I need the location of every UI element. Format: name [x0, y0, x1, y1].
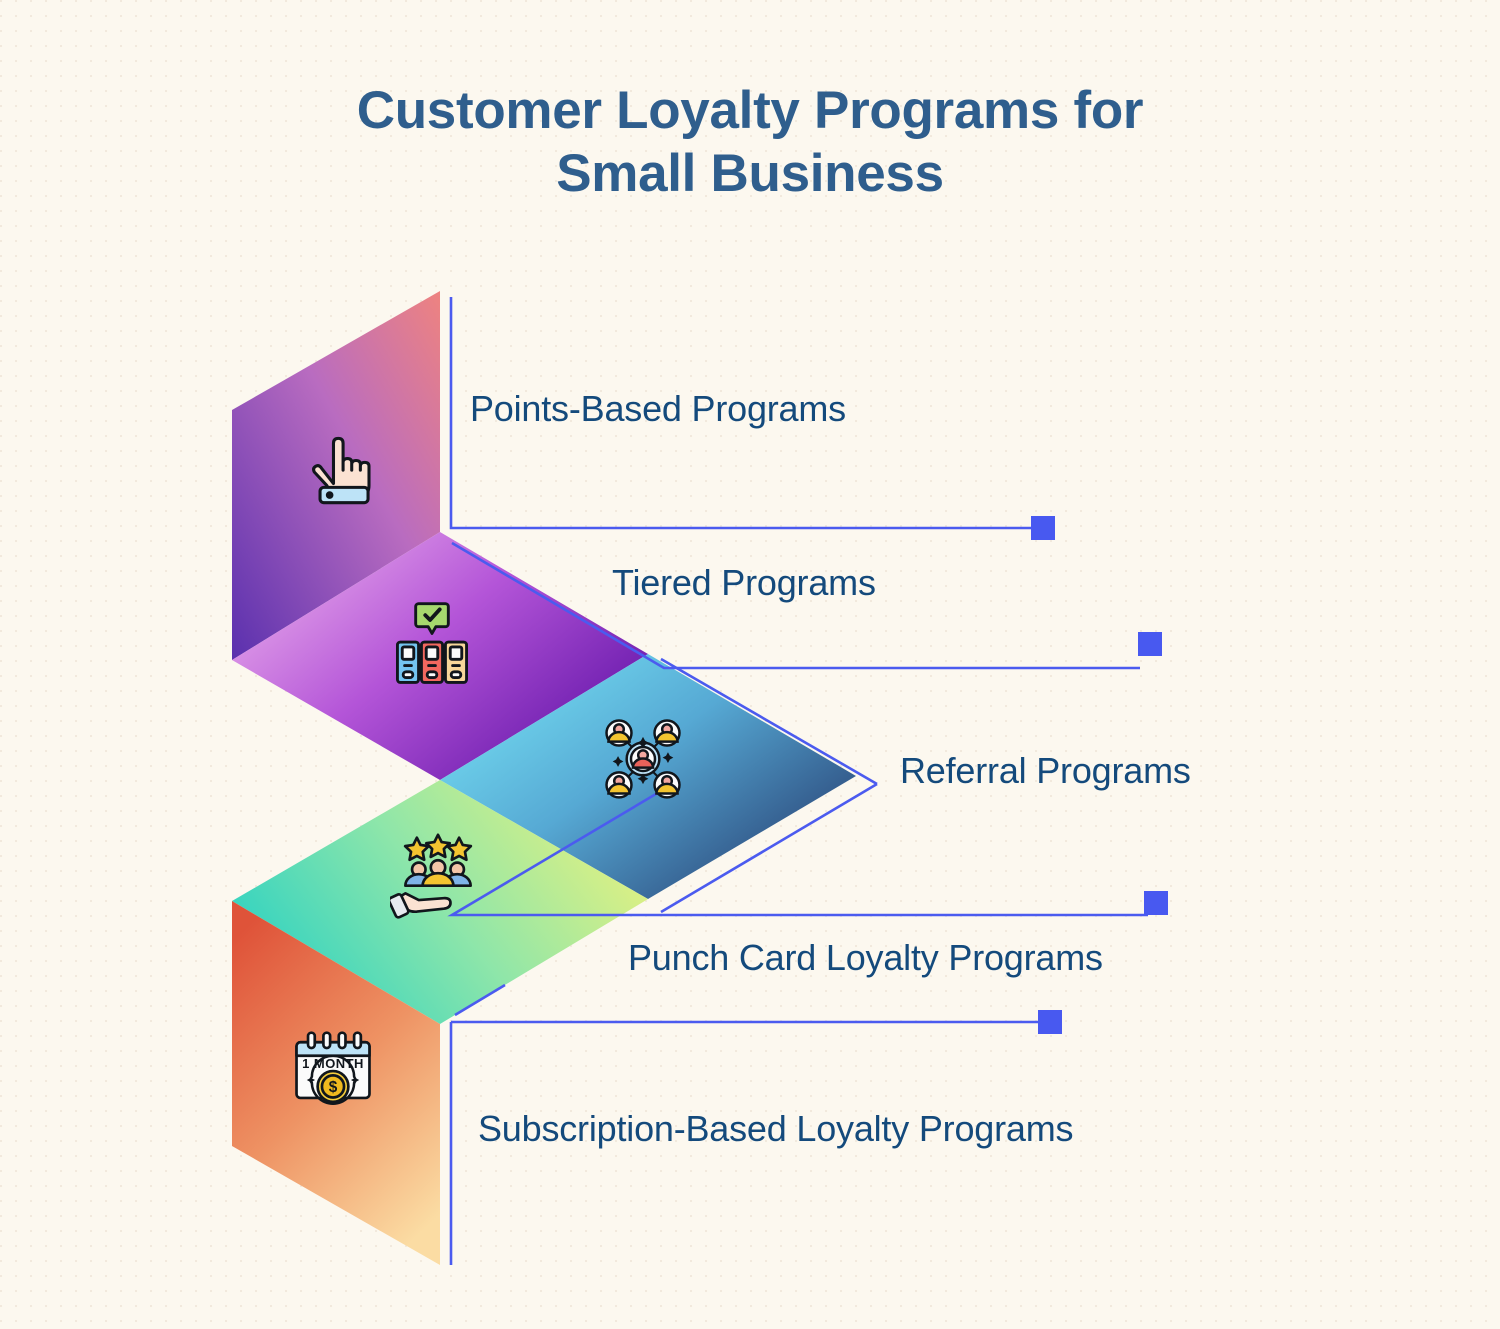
- step-label-subscription: Subscription-Based Loyalty Programs: [478, 1108, 1074, 1149]
- step-label-tiered: Tiered Programs: [612, 562, 876, 603]
- step-label-points-based: Points-Based Programs: [470, 388, 846, 429]
- connector-referral-lower: [660, 782, 878, 914]
- connector-markers: [1031, 516, 1168, 1034]
- marker-square-tiered: [1138, 632, 1162, 656]
- connector-tiered: [451, 541, 1140, 670]
- connector-subscription-diag: [454, 983, 506, 1017]
- panel-referral[interactable]: [440, 654, 856, 899]
- referral-network-icon: [595, 710, 691, 806]
- marker-square-points-based: [1031, 516, 1055, 540]
- marker-square-punch-card: [1144, 891, 1168, 915]
- hand-stars-rating-icon: [390, 830, 486, 926]
- coin-dollar-text: $: [329, 1079, 338, 1096]
- page-title: Customer Loyalty Programs for Small Busi…: [356, 81, 1144, 203]
- connector-points-based: [449, 297, 1033, 530]
- step-label-punch-card: Punch Card Loyalty Programs: [628, 937, 1103, 978]
- marker-square-subscription: [1038, 1010, 1062, 1034]
- connector-referral-upper: [660, 657, 878, 786]
- step-label-referral: Referral Programs: [900, 750, 1191, 791]
- one-month-subscription-icon: 1 MONTH $: [285, 1025, 381, 1121]
- tier-cards-check-icon: [384, 596, 480, 692]
- pointing-hand-icon: [297, 424, 393, 520]
- calendar-month-text: 1 MONTH: [302, 1056, 364, 1071]
- connector-punch-card: [447, 789, 1148, 917]
